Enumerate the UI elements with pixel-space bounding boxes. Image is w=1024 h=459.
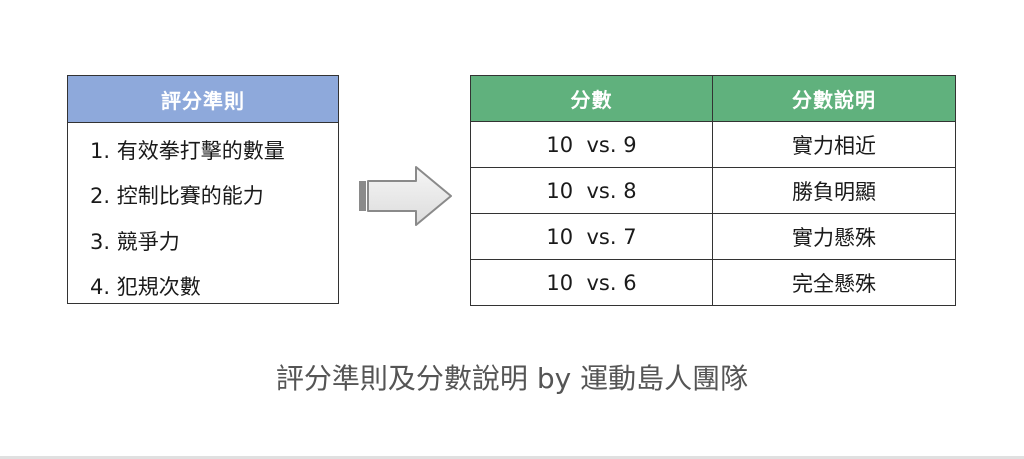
table-row: 10 vs. 7 實力懸殊 (470, 213, 956, 260)
description-cell: 實力相近 (712, 121, 956, 168)
criteria-item: 1. 有效拳打擊的數量 (90, 138, 285, 163)
arrow-tail-bar (359, 181, 366, 211)
column-header-description: 分數說明 (712, 75, 956, 122)
score-table: 分數 分數說明 10 vs. 9 實力相近 10 vs. 8 勝負明顯 10 v… (470, 75, 956, 306)
score-cell: 10 vs. 9 (470, 121, 713, 168)
figure-caption: 評分準則及分數說明 by 運動島人團隊 (275, 362, 749, 395)
table-row: 10 vs. 8 勝負明顯 (470, 167, 956, 214)
criteria-item: 2. 控制比賽的能力 (90, 184, 264, 209)
description-cell: 勝負明顯 (712, 167, 956, 214)
column-header-score: 分數 (470, 75, 713, 122)
arrow-shape (367, 166, 452, 226)
criteria-box: 評分準則 1. 有效拳打擊的數量 2. 控制比賽的能力 3. 競爭力 4. 犯規… (67, 75, 339, 304)
table-row: 10 vs. 9 實力相近 (470, 121, 956, 168)
bottom-divider (0, 456, 1024, 459)
table-header-row: 分數 分數說明 (470, 75, 956, 122)
criteria-item: 4. 犯規次數 (90, 275, 201, 300)
description-cell: 完全懸殊 (712, 259, 956, 306)
description-cell: 實力懸殊 (712, 213, 956, 260)
table-row: 10 vs. 6 完全懸殊 (470, 259, 956, 306)
criteria-header: 評分準則 (68, 76, 338, 123)
criteria-item: 3. 競爭力 (90, 229, 180, 254)
score-cell: 10 vs. 6 (470, 259, 713, 306)
score-cell: 10 vs. 7 (470, 213, 713, 260)
score-cell: 10 vs. 8 (470, 167, 713, 214)
right-arrow-icon (359, 166, 452, 226)
criteria-list: 1. 有效拳打擊的數量 2. 控制比賽的能力 3. 競爭力 4. 犯規次數 (68, 123, 338, 309)
